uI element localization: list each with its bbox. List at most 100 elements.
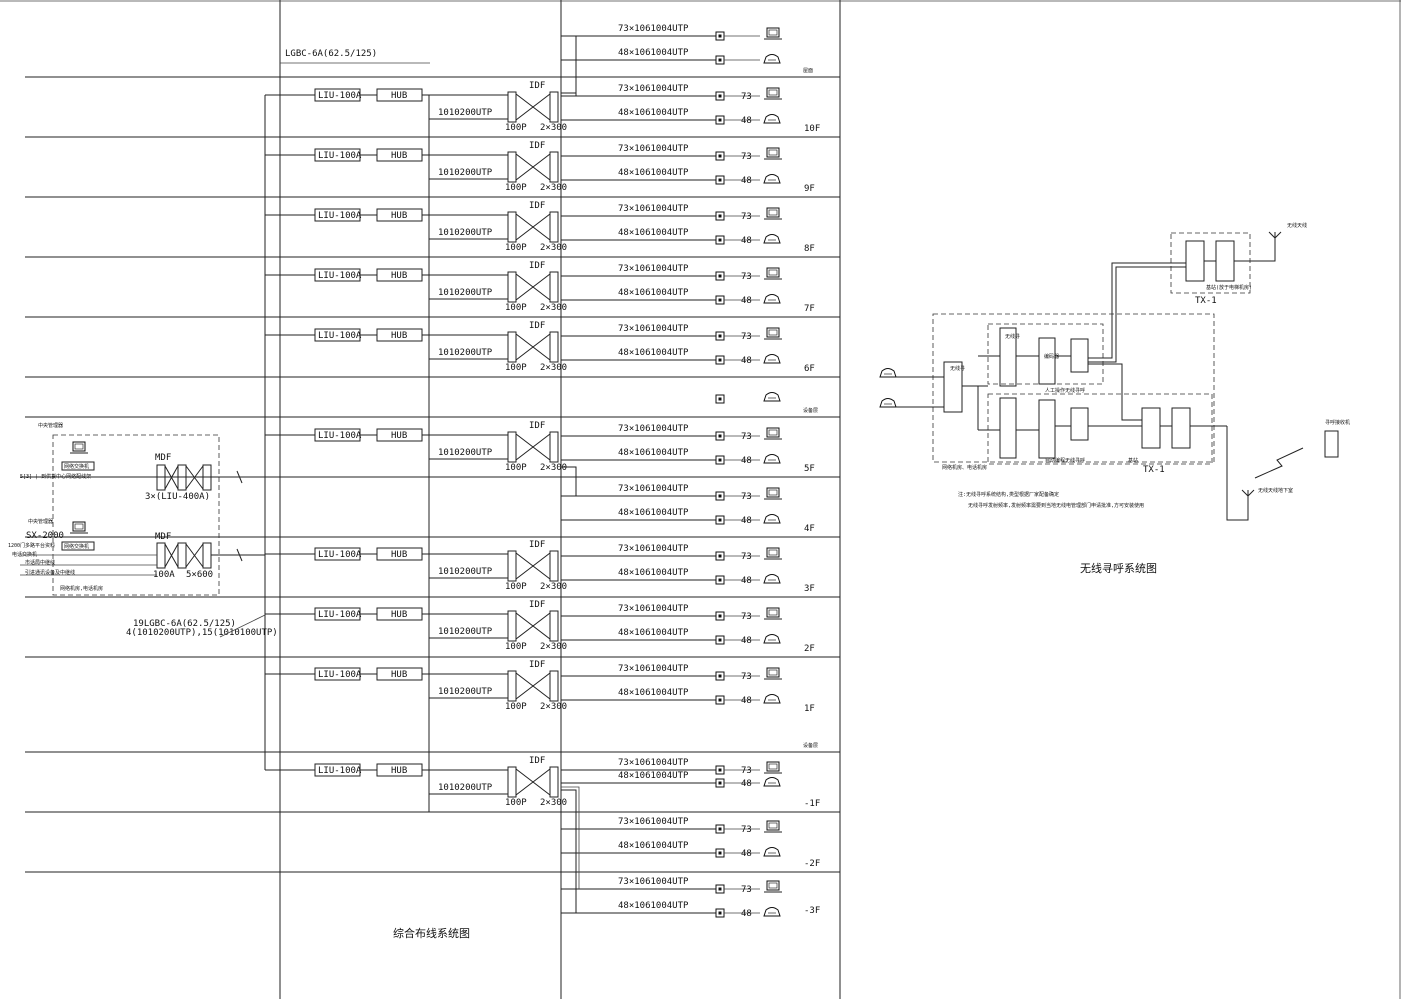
console-label: 无线寻 <box>950 365 965 372</box>
data-outlet-dot <box>718 214 722 218</box>
outlet-count: 73 <box>741 212 752 222</box>
liu-label: LIU-100A <box>318 91 362 101</box>
outlet-count: 48 <box>741 116 752 126</box>
antenna-bottom-label: 无线天线地下室 <box>1258 487 1293 494</box>
outlet-count: 48 <box>741 849 752 859</box>
computer-screen <box>768 669 778 676</box>
computer-screen <box>74 443 84 450</box>
hub-label: HUB <box>391 431 407 441</box>
roof-label: 屋面 <box>803 68 813 74</box>
codec-manual-2 <box>1070 338 1089 373</box>
idf-panel-left <box>507 331 517 363</box>
computer-icon <box>766 27 780 38</box>
utp-1010200-label: 1010200UTP <box>438 288 493 298</box>
computer-screen <box>768 89 778 96</box>
utp-1010200-label: 1010200UTP <box>438 687 493 697</box>
outlet-count: 48 <box>741 176 752 186</box>
idf-panel-right <box>549 550 559 582</box>
data-outlet-dot <box>718 298 722 302</box>
utp-run-label: 48×1061004UTP <box>618 48 689 58</box>
data-outlet-dot <box>718 94 722 98</box>
antenna-feed <box>1226 426 1249 521</box>
idf-2x300-label: 2×300 <box>540 303 567 313</box>
idf-label: IDF <box>529 600 545 610</box>
outlet-count: 73 <box>741 672 752 682</box>
idf-100p-label: 100P <box>505 243 527 253</box>
telephone-icon <box>763 847 781 857</box>
idf-cross <box>515 672 551 700</box>
mdf-cross <box>185 543 204 568</box>
outlet-count: 73 <box>741 766 752 776</box>
utp-run-label: 48×1061004UTP <box>618 841 689 851</box>
floor-label-2F: 2F <box>804 644 815 654</box>
telephone-icon <box>763 907 781 917</box>
telephone-icon <box>879 368 897 378</box>
outlet-count: 48 <box>741 236 752 246</box>
equipment-room-label: 设备层 <box>803 407 818 414</box>
data-outlet-dot <box>718 458 722 462</box>
sx2000-label: SX-2000 <box>26 531 64 541</box>
computer-icon <box>766 207 780 218</box>
idf-panel-right <box>549 610 559 642</box>
liu-label: LIU-100A <box>318 151 362 161</box>
outlet-count: 48 <box>741 296 752 306</box>
telephone-icon <box>763 54 781 64</box>
wire-note: 网络机房,电话机房 <box>60 585 103 592</box>
idf-cross <box>515 273 551 301</box>
equipment-room-label: 设备层 <box>803 742 818 749</box>
idf-panel-right <box>549 211 559 243</box>
cabling-title: 综合布线系统图 <box>393 926 470 940</box>
idf-100p-label: 100P <box>505 702 527 712</box>
hub-label: HUB <box>391 91 407 101</box>
utp-run-label: 73×1061004UTP <box>618 144 689 154</box>
outlet-count: 73 <box>741 432 752 442</box>
data-outlet-dot <box>718 397 722 401</box>
data-outlet-dot <box>718 827 722 831</box>
telephone-icon <box>763 514 781 524</box>
utp-run-label: 73×1061004UTP <box>618 877 689 887</box>
outlet-count: 73 <box>741 332 752 342</box>
telephone-icon <box>879 398 897 408</box>
floor-label-5F: 5F <box>804 464 815 474</box>
computer-screen <box>768 609 778 616</box>
computer-screen <box>74 523 84 530</box>
idf-label: IDF <box>529 201 545 211</box>
wire-note: 5[3] | 到供货中心网络配线架 <box>20 473 91 480</box>
outlet-count: 48 <box>741 636 752 646</box>
codec-auto <box>1070 407 1089 441</box>
utp-run-label: 73×1061004UTP <box>618 664 689 674</box>
computer-screen <box>768 329 778 336</box>
outlet-count: 73 <box>741 492 752 502</box>
auto-paging-label: 自动编程无线寻呼 <box>1045 457 1085 464</box>
tx1-label-top: TX-1 <box>1195 296 1217 306</box>
data-outlet-dot <box>718 781 722 785</box>
network-switch-box <box>61 461 95 471</box>
idf-label: IDF <box>529 756 545 766</box>
idf-2x300-label: 2×300 <box>540 642 567 652</box>
idf-100p-label: 100P <box>505 463 527 473</box>
mdf-liu400-label: 3×(LIU-400A) <box>145 492 210 502</box>
outlet-count: 48 <box>741 576 752 586</box>
idf-panel-right <box>549 766 559 798</box>
floor-label-10F: 10F <box>804 124 820 134</box>
utp-1010200-label: 1010200UTP <box>438 783 493 793</box>
mdf-panel <box>177 464 187 491</box>
computer-icon <box>766 880 780 891</box>
mdf-100a-label: 100A <box>153 570 175 580</box>
utp-run-label: 73×1061004UTP <box>618 264 689 274</box>
codec-tx-1 <box>1185 240 1205 282</box>
computer-icon <box>766 547 780 558</box>
computer-icon <box>766 427 780 438</box>
utp-run-label: 48×1061004UTP <box>618 568 689 578</box>
idf-2x300-label: 2×300 <box>540 243 567 253</box>
telephone-icon <box>763 392 781 402</box>
outlet-count: 48 <box>741 696 752 706</box>
mdf-panel <box>156 542 166 569</box>
idf-100p-label: 100P <box>505 582 527 592</box>
outlet-count: 73 <box>741 612 752 622</box>
utp-run-label: 48×1061004UTP <box>618 771 689 781</box>
mdf-5x600-label: 5×600 <box>186 570 213 580</box>
idf-cross <box>515 768 551 796</box>
central-manager-label: 中央管理器 <box>28 518 53 525</box>
data-outlet-dot <box>718 911 722 915</box>
